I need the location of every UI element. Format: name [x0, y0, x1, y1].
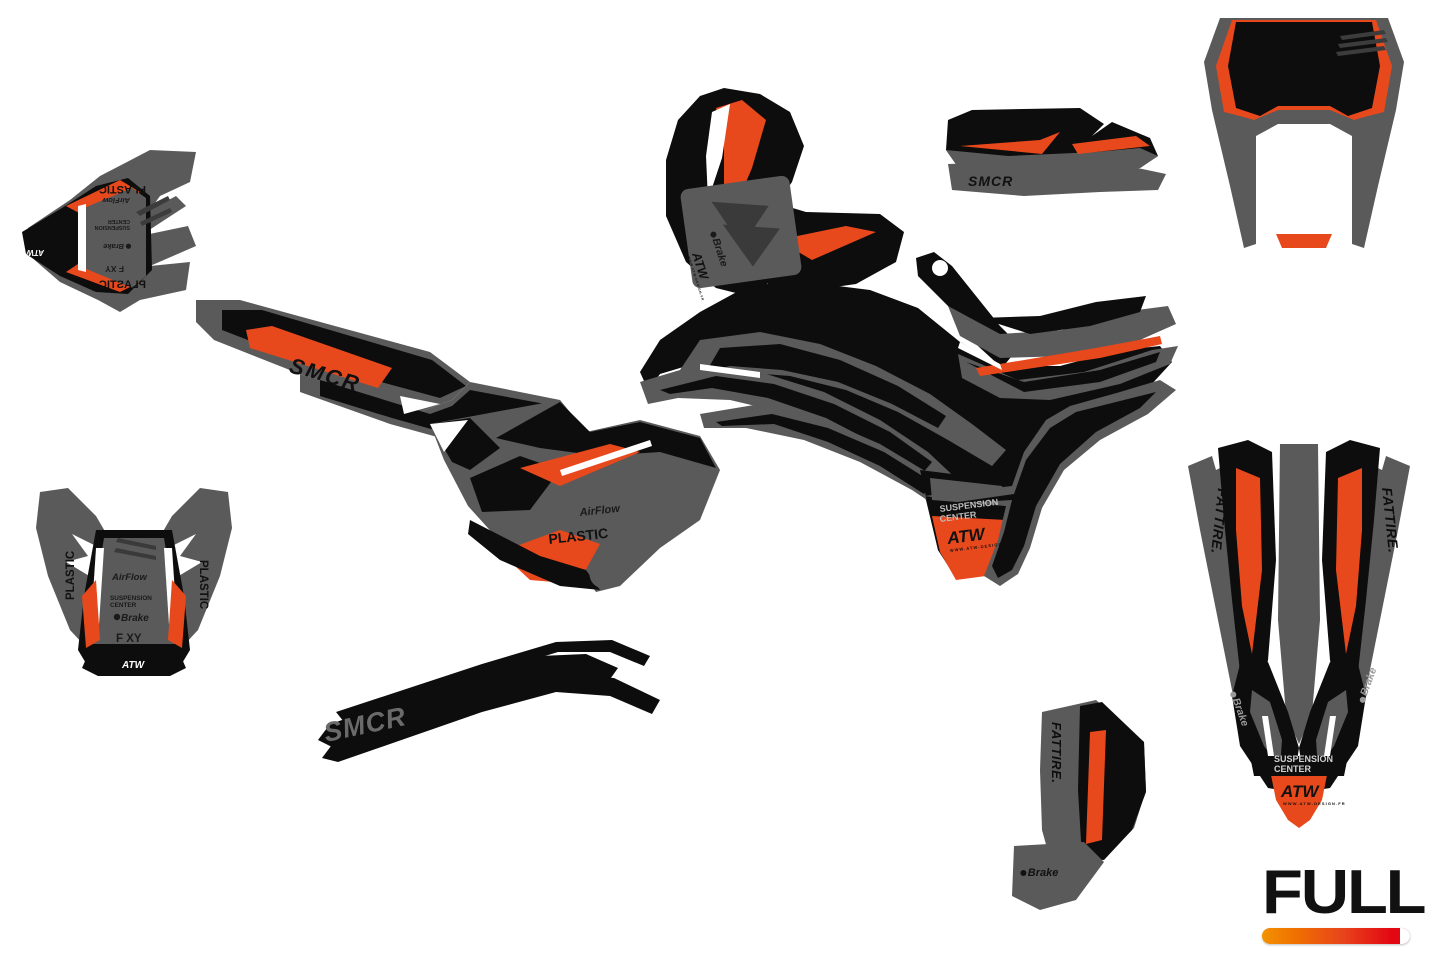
plastic-label-plate-right: PLASTIC [197, 560, 209, 609]
atw-url-rear: WWW.ATW-DESIGN.FR [1283, 801, 1346, 806]
brake-label-side: Brake [1028, 867, 1059, 879]
front-fender-logo-group: AirFlow [101, 196, 131, 205]
suspension-label-plate-2: CENTER [110, 602, 137, 609]
plastic-label-shroud: PLASTIC [548, 525, 609, 547]
brake-label-plate: Brake [121, 613, 149, 624]
piece-tank-shroud-right: SUSPENSION CENTER ATW WWW.ATW-DESIGN.FR [640, 252, 1178, 586]
piece-rear-fender: FATTIRE. FATTIRE. Brake Brake SUSPENSION… [1188, 440, 1410, 828]
suspension-label-rear-2: CENTER [1274, 764, 1312, 774]
fattire-label-left: FATTIRE. [1208, 488, 1231, 555]
kit-full-badge: FULL [1262, 862, 1427, 952]
piece-headlight-mask [1204, 18, 1404, 248]
piece-upper-fork-guard: Brake ATW WWW.ATW-DESIGN.FR [666, 88, 904, 302]
airflow-label: AirFlow [101, 196, 131, 205]
plastic-label-bottom: PLASTIC [99, 279, 146, 291]
atw-label-plate: ATW [121, 660, 146, 671]
piece-swingarm: SMCR [318, 640, 660, 762]
kit-badge-label: FULL [1262, 858, 1427, 927]
brake-label: Brake [103, 242, 124, 251]
atw-label: ATW [25, 248, 45, 257]
foxy-label: F XY [105, 264, 124, 274]
suspension-label-plate-1: SUSPENSION [110, 595, 152, 602]
suspension-label-tank-2: CENTER [939, 509, 977, 523]
atw-label-tank: ATW [945, 524, 987, 548]
piece-number-plate: AirFlow SUSPENSION CENTER Brake F XY ATW… [36, 488, 232, 676]
fattire-label-side: FATTIRE. [1049, 722, 1064, 784]
kit-badge-bar-cap [1400, 928, 1410, 944]
kit-badge-gradient-bar [1262, 928, 1410, 944]
piece-front-fender: AirFlow SUSPENSION CENTER Brake F XY ATW… [22, 150, 196, 312]
foxy-label-plate: F XY [116, 633, 142, 645]
airflow-label-shroud: AirFlow [578, 503, 622, 519]
plastic-label-plate-left: PLASTIC [65, 551, 77, 600]
suspension-label-1: SUSPENSION [95, 224, 130, 230]
smcr-label-handguard: SMCR [968, 173, 1013, 189]
suspension-label-2: CENTER [108, 218, 130, 224]
plastic-label-top: PLASTIC [99, 183, 146, 195]
airflow-label-plate: AirFlow [111, 572, 147, 583]
fattire-label-right: FATTIRE. [1379, 487, 1402, 554]
piece-handguard: SMCR [946, 108, 1166, 196]
piece-side-panel-small: FATTIRE. Brake [1012, 700, 1146, 910]
atw-label-rear: ATW [1280, 782, 1320, 801]
suspension-label-rear-1: SUSPENSION [1274, 754, 1333, 764]
piece-radiator-shroud: AirFlow PLASTIC [430, 400, 720, 592]
